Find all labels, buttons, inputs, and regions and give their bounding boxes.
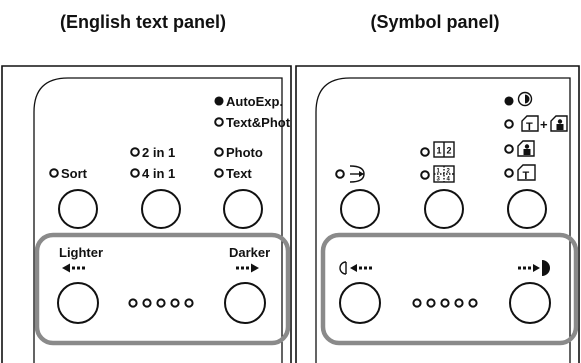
density-level-dot [156,298,166,308]
text-plus-photo-icon: T + [521,115,568,133]
mode-button[interactable] [223,189,263,229]
panel-inner-outline [33,77,283,363]
svg-text:T: T [523,170,530,182]
photo-indicator [214,147,224,157]
photo-indicator [504,144,514,154]
auto-exposure-icon [517,91,533,107]
lighter-label: Lighter [59,245,103,260]
svg-text:+: + [540,117,548,132]
text-photo-indicator [214,117,224,127]
sort-indicator [49,168,59,178]
sort-indicator [335,169,345,179]
text-indicator [214,168,224,178]
density-group-frame [34,232,291,346]
two-in-one-indicator [130,147,140,157]
lighter-arrow-icon [62,263,85,273]
svg-text:2: 2 [447,169,451,175]
sort-button[interactable] [340,189,380,229]
four-in-one-indicator [420,170,430,180]
density-level-dot [468,298,478,308]
text-photo-indicator [504,119,514,129]
panel-inner-outline [315,77,571,363]
text-label: Text [226,166,252,181]
density-level-dot [142,298,152,308]
two-in-one-label: 2 in 1 [142,145,175,160]
density-level-dot [426,298,436,308]
layout-button[interactable] [141,189,181,229]
auto-exposure-label: AutoExp. [226,94,283,109]
darker-arrow-icon [236,263,259,273]
four-in-one-icon: 1 2 3 4 [433,165,455,183]
sort-icon [349,165,365,183]
svg-text:T: T [526,121,533,133]
density-level-dot [454,298,464,308]
sort-label: Sort [61,166,88,181]
darker-label: Darker [229,245,270,260]
density-level-dot [170,298,180,308]
two-in-one-indicator [420,147,430,157]
english-text-panel: AutoExp. Text&Photo Photo Text 2 in 1 4 … [1,65,292,363]
auto-exposure-indicator [214,96,224,106]
density-level-dot [412,298,422,308]
text-photo-label: Text&Photo [226,115,298,130]
svg-text:4: 4 [447,177,451,183]
density-level-dot [184,298,194,308]
panel-frame [1,65,292,363]
density-level-indicators [412,298,478,308]
svg-text:1: 1 [437,169,441,175]
lighter-button[interactable] [339,282,381,324]
two-in-one-icon: 1 2 [433,141,455,158]
mode-button[interactable] [507,189,547,229]
four-in-one-indicator [130,168,140,178]
density-level-dot [440,298,450,308]
svg-text:3: 3 [437,177,441,183]
density-level-dot [128,298,138,308]
svg-text:2: 2 [447,146,452,156]
sort-button[interactable] [58,189,98,229]
english-panel-heading: (English text panel) [59,12,227,32]
panel-frame [295,65,580,363]
text-icon: T [517,164,536,182]
darker-button[interactable] [509,282,551,324]
lighter-button[interactable] [57,282,99,324]
density-level-indicators [128,298,194,308]
text-indicator [504,168,514,178]
photo-icon [517,140,535,157]
symbol-panel: T + T 1 2 1 2 3 4 [295,65,580,363]
layout-button[interactable] [424,189,464,229]
darker-arrow-icon [518,260,550,276]
density-group-frame [320,232,579,346]
symbol-panel-heading: (Symbol panel) [370,12,500,32]
four-in-one-label: 4 in 1 [142,166,175,181]
lighter-arrow-icon [339,261,372,275]
svg-text:1: 1 [437,146,442,156]
auto-exposure-indicator [504,96,514,106]
darker-button[interactable] [224,282,266,324]
photo-label: Photo [226,145,263,160]
